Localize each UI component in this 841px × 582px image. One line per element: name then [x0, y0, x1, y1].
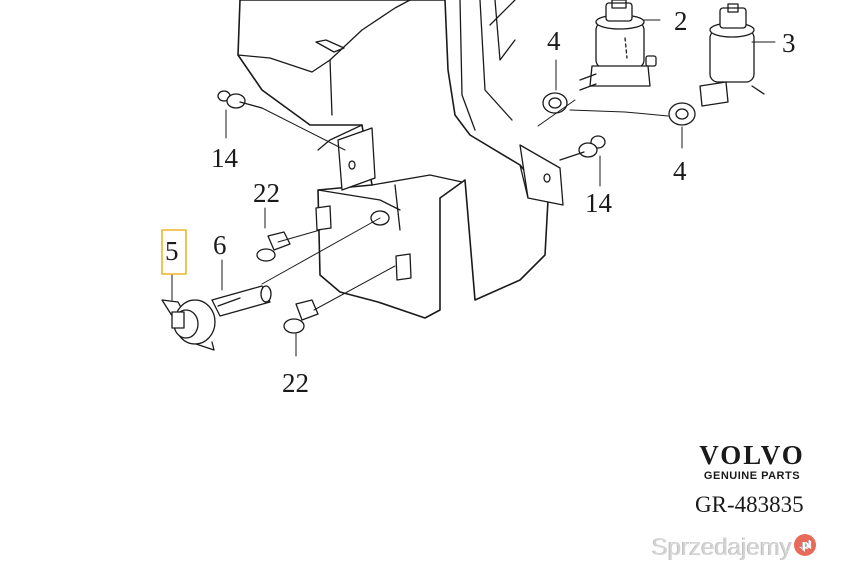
callout-2: 2 — [674, 6, 688, 36]
callout-14-left: 14 — [211, 143, 239, 173]
sensor-connector-5 — [161, 299, 216, 351]
callout-6: 6 — [213, 230, 227, 260]
clip-22-bottom — [283, 299, 319, 334]
washer-pump-2 — [579, 0, 657, 91]
reservoir-tank — [237, 0, 564, 319]
callout-4-bottom: 4 — [673, 156, 687, 186]
grommet-4-bottom — [668, 102, 696, 126]
callout-14-right: 14 — [585, 188, 613, 218]
parts-diagram: 2 3 4 4 14 14 22 22 6 5 — [161, 0, 796, 398]
watermark: Sprzedajemy.pl — [652, 534, 817, 562]
bolt-14-left — [217, 90, 263, 109]
callout-22-bottom: 22 — [282, 368, 309, 398]
washer-pump-3 — [699, 3, 765, 107]
part-reference: GR-483835 — [695, 492, 804, 517]
callout-22-top: 22 — [253, 178, 280, 208]
level-sensor-6 — [211, 285, 272, 317]
brand-subtitle: GENUINE PARTS — [703, 470, 801, 482]
callout-5: 5 — [165, 236, 179, 266]
bolt-14-right — [559, 135, 606, 161]
watermark-text: Sprzedajemy — [652, 534, 793, 561]
leader-lines — [171, 19, 776, 357]
clip-22-top — [256, 231, 291, 262]
callout-3: 3 — [782, 28, 796, 58]
callout-4-top: 4 — [547, 26, 561, 56]
watermark-badge: .pl — [794, 534, 817, 556]
grommet-4-top — [542, 92, 568, 114]
volvo-brand: VOLVO GENUINE PARTS — [677, 440, 827, 482]
callout-5-highlight — [161, 229, 187, 275]
brand-name: VOLVO — [699, 440, 805, 470]
